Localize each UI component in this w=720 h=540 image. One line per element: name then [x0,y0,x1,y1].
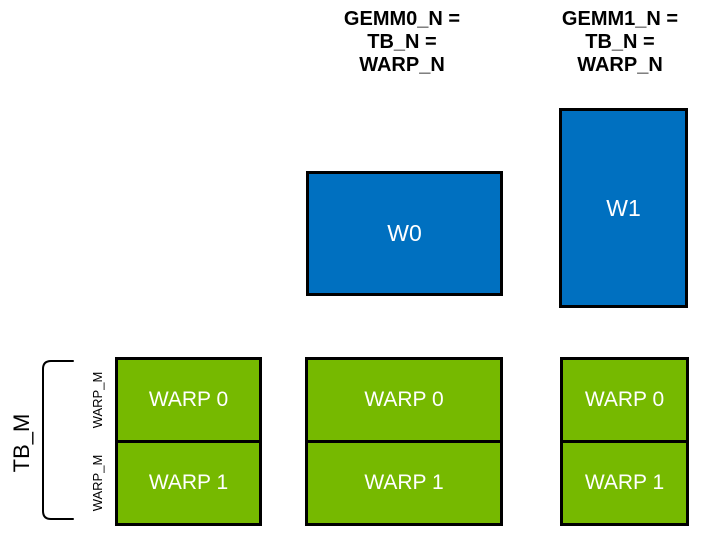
warp1-cell: WARP 1 [308,443,500,523]
warp-m-label-0: WARP_M [90,371,105,429]
header-line: WARP_N [359,54,445,76]
warp1-cell: WARP 1 [563,443,686,523]
warp0-label: WARP 0 [364,388,444,411]
warp-tile-w0: W0 [306,171,503,296]
warp0-cell: WARP 0 [118,360,259,443]
warp-column-2: WARP 0 WARP 1 [560,357,689,526]
warp1-label: WARP 1 [148,471,229,494]
warp-m-label-1: WARP_M [90,454,105,512]
warp-tile-w1-label: W1 [606,194,641,221]
warp-tile-w0-label: W0 [387,220,422,246]
header-line: GEMM0_N = [343,8,461,30]
tb-m-bracket [42,360,74,520]
warp1-label: WARP 1 [364,471,444,494]
warp1-cell: WARP 1 [118,443,259,523]
header-line: GEMM1_N = [561,8,679,30]
column-header-gemm0: GEMM0_N = TB_N = WARP_N [312,8,492,77]
warp0-label: WARP 0 [584,388,665,411]
warp0-cell: WARP 0 [308,360,500,443]
warp1-label: WARP 1 [584,471,665,494]
warp0-cell: WARP 0 [563,360,686,443]
tb-m-label: TB_M [9,413,34,473]
header-line: TB_N = [367,31,437,53]
warp0-label: WARP 0 [148,388,229,411]
header-line: WARP_N [577,54,663,76]
warp-tile-w1: W1 [559,108,688,308]
column-header-gemm1: GEMM1_N = TB_N = WARP_N [530,8,710,77]
warp-column-1: WARP 0 WARP 1 [305,357,503,526]
header-line: TB_N = [585,31,655,53]
warp-column-0: WARP 0 WARP 1 [115,357,262,526]
